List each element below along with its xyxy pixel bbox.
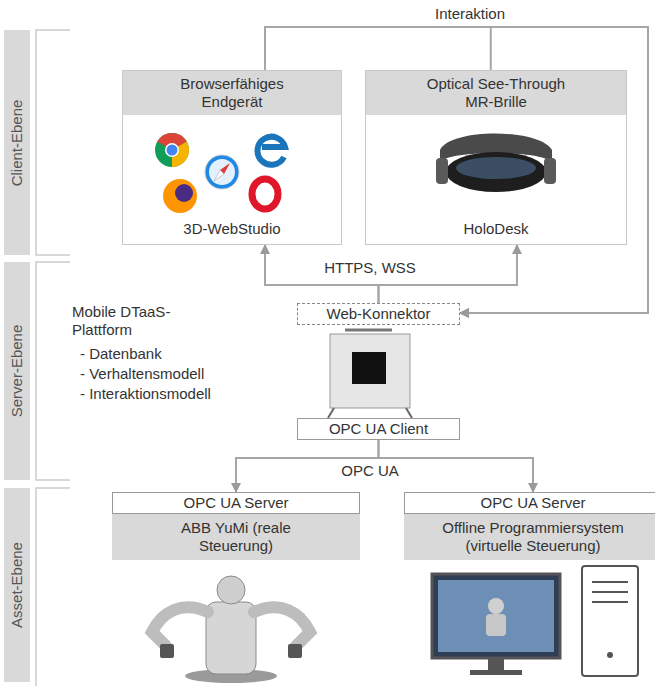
controller-bar: Offline Programmiersystem (virtuelle Ste… [404, 514, 655, 560]
computer [592, 581, 628, 583]
controller-bar: ABB YuMi (reale Steuerung) [112, 514, 360, 560]
browser-logos [257, 137, 285, 165]
server-device [406, 408, 412, 418]
layer-band: Server-Ebene [4, 262, 30, 480]
layer-label: Server-Ebene [8, 325, 26, 418]
device-title: Browserfähiges Endgerät [167, 75, 297, 111]
layer-bracket [36, 488, 70, 686]
protocol-label: HTTPS, WSS [324, 259, 416, 277]
robot-yumi [288, 644, 302, 658]
computer [592, 591, 628, 593]
browser-logos [214, 170, 224, 181]
footer-bar: 3D-WebStudio [123, 220, 341, 244]
browser-logos [175, 184, 193, 202]
layer-label: Client-Ebene [8, 99, 26, 186]
layer-bracket [36, 30, 70, 255]
header-bar: Optical See-Through MR-Brille [366, 71, 626, 115]
server-device [328, 408, 334, 418]
robot-yumi [152, 576, 310, 683]
client-box: OPC UA Client [297, 418, 460, 440]
robot-yumi [152, 607, 208, 646]
computer [488, 598, 504, 614]
asset-box: OPC UA ServerABB YuMi (reale Steuerung) [112, 492, 360, 560]
mr-glasses [456, 157, 536, 179]
mr-glasses [544, 158, 556, 184]
application-name: 3D-WebStudio [183, 220, 280, 237]
browser-logos [252, 179, 278, 209]
browser-logos [155, 133, 285, 213]
server-device [345, 329, 392, 332]
browser-logos [163, 179, 197, 213]
mr-glasses [436, 158, 448, 184]
server-device [352, 352, 386, 384]
browser-logos [155, 133, 189, 167]
server-device [328, 330, 412, 418]
browser-logos [167, 145, 178, 156]
robot-yumi [160, 644, 174, 658]
layer-band: Asset-Ebene [4, 488, 30, 682]
protocol-label: OPC UA [341, 462, 399, 480]
robot-yumi [254, 607, 310, 646]
feature-item: - Interaktionsmodell [80, 385, 211, 403]
layer-bracket [36, 30, 70, 686]
computer [582, 566, 638, 676]
device-title: Optical See-Through MR-Brille [411, 75, 581, 111]
browser-logos [209, 159, 235, 185]
asset-box: OPC UA ServerOffline Programmiersystem (… [404, 492, 655, 560]
browser-logos [165, 143, 179, 157]
computer [488, 658, 504, 670]
platform-label: Mobile DTaaS-Plattform [72, 303, 202, 339]
layer-band: Client-Ebene [4, 30, 30, 255]
connector-arrow [379, 440, 534, 492]
computer [432, 566, 638, 676]
computer [607, 652, 613, 658]
feature-item: - Datenbank [80, 345, 162, 363]
robot-yumi [217, 576, 245, 604]
client-device-box: Optical See-Through MR-BrilleHoloDesk [365, 70, 627, 245]
client-device-box: Browserfähiges Endgerät 3D-WebStudio [122, 70, 342, 245]
controller-label: Offline Programmiersystem (virtuelle Ste… [426, 519, 641, 555]
browser-logos [205, 155, 239, 189]
connector-box: Web-Konnektor [297, 303, 460, 325]
application-name: HoloDesk [463, 220, 528, 237]
layer-bracket [36, 262, 70, 480]
layer-label: Asset-Ebene [8, 542, 26, 628]
computer [592, 601, 628, 603]
computer [486, 614, 506, 636]
footer-bar: HoloDesk [366, 220, 626, 244]
feature-item: - Verhaltensmodell [80, 365, 204, 383]
mr-glasses [446, 152, 546, 192]
header-bar: Browserfähiges Endgerät [123, 71, 341, 115]
computer [470, 670, 522, 675]
server-box: OPC UA Server [112, 492, 360, 514]
server-box: OPC UA Server [404, 492, 655, 514]
computer [432, 574, 560, 658]
server-platform: Web-KonnektorOPC UA Client [297, 303, 460, 440]
interaction-label: Interaktion [435, 5, 505, 23]
computer [438, 580, 554, 652]
server-device [330, 334, 410, 408]
mr-glasses [436, 134, 556, 193]
controller-label: ABB YuMi (reale Steuerung) [173, 519, 299, 555]
